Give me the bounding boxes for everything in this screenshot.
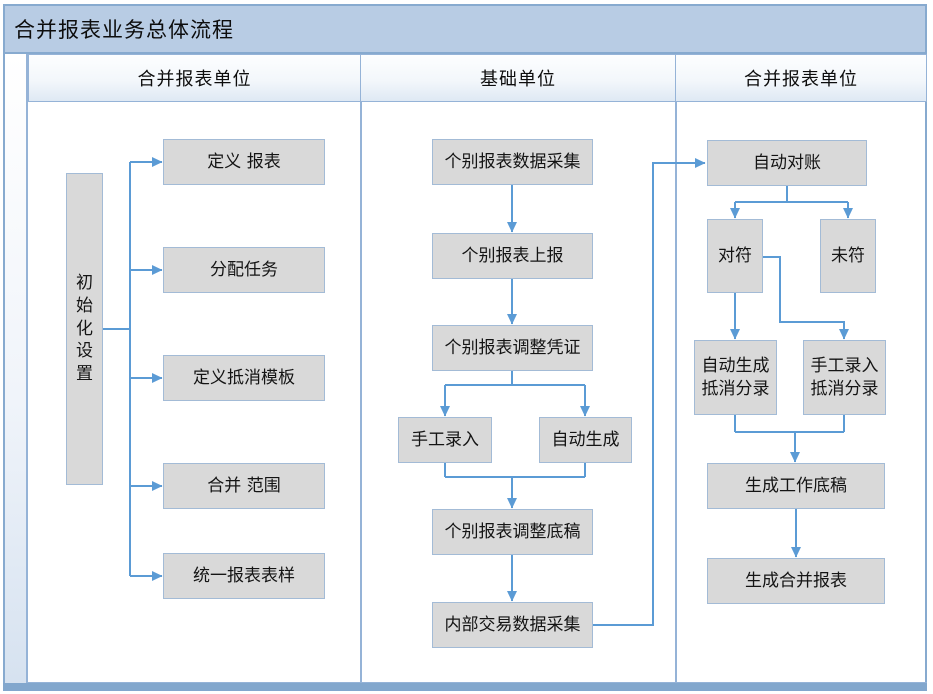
node-label: 生成合并报表 (745, 570, 847, 591)
node-label: 合并 范围 (207, 475, 281, 496)
node-individual-report-adjustment-voucher: 个别报表调整凭证 (432, 325, 593, 371)
lane-header-consolidation-unit-left: 合并报表单位 (28, 54, 361, 102)
node-init-setup: 初始化设置 (66, 173, 103, 485)
node-auto-generate-elimination-entries: 自动生成抵消分录 (694, 340, 777, 415)
node-label: 生成工作底稿 (745, 475, 847, 496)
node-label: 个别报表调整底稿 (444, 521, 581, 542)
lane-divider-2 (675, 101, 677, 683)
node-label: 自动对账 (753, 152, 821, 173)
lane-header-label: 合并报表单位 (137, 69, 252, 90)
node-label: 手工录入 (411, 429, 479, 450)
node-auto-generate: 自动生成 (539, 417, 632, 463)
node-label: 自动生成抵消分录 (701, 356, 770, 399)
node-consolidation-scope: 合并 范围 (163, 463, 325, 509)
node-label: 个别报表上报 (461, 245, 564, 266)
edge-matched-to-manual-elim (763, 256, 849, 340)
node-label: 内部交易数据采集 (444, 614, 581, 635)
node-individual-report-data-collection: 个别报表数据采集 (432, 139, 593, 185)
lane-header-basic-unit: 基础单位 (360, 54, 676, 102)
node-label: 对符 (718, 245, 752, 266)
node-individual-report-submission: 个别报表上报 (432, 233, 593, 279)
lane-header-consolidation-unit-right: 合并报表单位 (675, 54, 927, 102)
node-generate-consolidated-report: 生成合并报表 (707, 558, 885, 604)
edge-merge-to-draft (444, 463, 586, 478)
node-auto-reconciliation: 自动对账 (707, 140, 867, 186)
node-label: 个别报表调整凭证 (444, 337, 581, 358)
edge-internal-to-reconciliation (593, 158, 706, 626)
lane-header-label: 合并报表单位 (744, 69, 858, 90)
swimlane-left-gutter (5, 54, 28, 683)
node-label: 统一报表表样 (193, 565, 295, 586)
node-unified-report-format: 统一报表表样 (163, 553, 325, 599)
node-internal-transaction-data-collection: 内部交易数据采集 (432, 602, 593, 648)
node-label: 手工录入抵消分录 (810, 356, 879, 399)
edge-elim-merge (734, 415, 845, 433)
diagram-title-bar: 合并报表业务总体流程 (3, 4, 927, 54)
edge-voucher-split (445, 371, 585, 386)
node-label: 分配任务 (210, 259, 278, 280)
lane-header-label: 基础单位 (480, 69, 556, 90)
node-unmatched: 未符 (820, 219, 876, 293)
node-label: 未符 (831, 245, 865, 266)
node-label: 初始化设置 (76, 272, 93, 385)
node-individual-report-adjustment-draft: 个别报表调整底稿 (432, 509, 593, 555)
diagram-title: 合并报表业务总体流程 (14, 18, 234, 42)
node-define-report: 定义 报表 (163, 139, 325, 185)
node-manual-entry-elimination-entries: 手工录入抵消分录 (803, 340, 886, 415)
node-matched: 对符 (707, 219, 763, 293)
bottom-strip (3, 683, 927, 691)
node-manual-entry: 手工录入 (398, 417, 492, 463)
node-generate-working-paper: 生成工作底稿 (707, 463, 885, 509)
edge-reconciliation-split (735, 186, 848, 203)
node-label: 定义抵消模板 (193, 367, 295, 388)
node-label: 定义 报表 (207, 151, 281, 172)
node-assign-task: 分配任务 (163, 247, 325, 293)
node-label: 个别报表数据采集 (444, 151, 581, 172)
node-label: 自动生成 (551, 429, 620, 450)
node-define-elimination-template: 定义抵消模板 (163, 355, 325, 401)
lane-divider-1 (360, 101, 362, 683)
